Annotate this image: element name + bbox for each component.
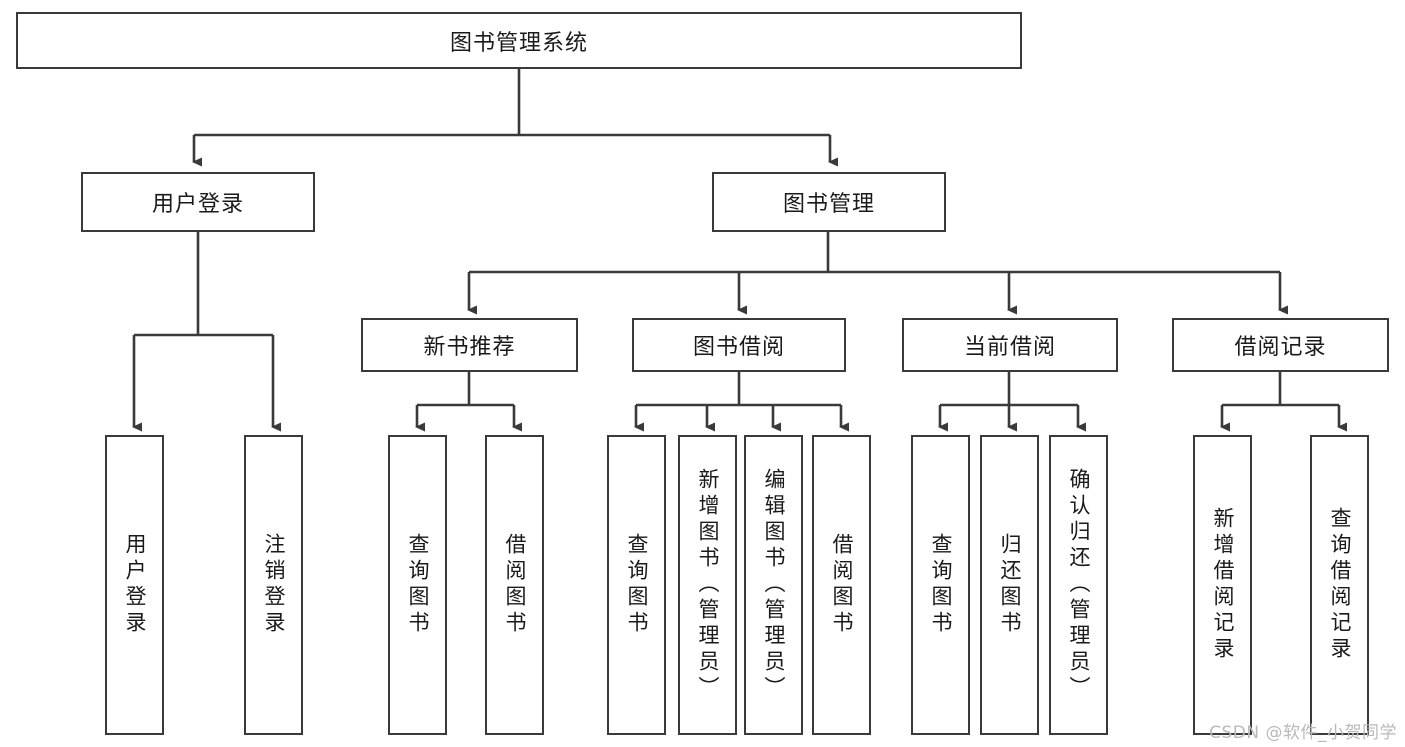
node-label: 编辑图书（管理员）	[762, 468, 786, 702]
node-label: 查询图书	[929, 533, 953, 637]
leaf-user-login-logout[interactable]: 注销登录	[244, 435, 303, 735]
node-book-borrow[interactable]: 图书借阅	[632, 318, 846, 372]
node-label: 图书借阅	[692, 335, 785, 360]
node-label: 查询借阅记录	[1328, 507, 1352, 663]
leaf-book-borrow-add-book-admin[interactable]: 新增图书（管理员）	[678, 435, 737, 735]
leaf-current-borrow-query-books[interactable]: 查询图书	[911, 435, 970, 735]
node-label: 借阅图书	[503, 533, 527, 637]
node-borrow-record[interactable]: 借阅记录	[1172, 318, 1389, 372]
node-label: 新书推荐	[423, 335, 516, 360]
leaf-book-borrow-edit-book-admin[interactable]: 编辑图书（管理员）	[744, 435, 803, 735]
node-label: 当前借阅	[963, 335, 1056, 360]
leaf-borrow-record-add-record[interactable]: 新增借阅记录	[1193, 435, 1252, 735]
leaf-book-borrow-borrow-books[interactable]: 借阅图书	[812, 435, 871, 735]
node-label: 确认归还（管理员）	[1067, 468, 1091, 702]
csdn-watermark: CSDN @软件_小贺同学	[1209, 723, 1397, 743]
leaf-new-book-query-books[interactable]: 查询图书	[388, 435, 447, 735]
leaf-current-borrow-confirm-return-admin[interactable]: 确认归还（管理员）	[1049, 435, 1108, 735]
leaf-new-book-borrow-books[interactable]: 借阅图书	[485, 435, 544, 735]
node-label: 新增借阅记录	[1211, 507, 1235, 663]
node-user-login[interactable]: 用户登录	[81, 172, 315, 232]
node-label: 用户登录	[151, 192, 244, 217]
node-current-borrow[interactable]: 当前借阅	[902, 318, 1118, 372]
node-label: 用户登录	[123, 533, 147, 637]
node-new-book-recommend[interactable]: 新书推荐	[361, 318, 578, 372]
node-label: 归还图书	[998, 533, 1022, 637]
node-label: 查询图书	[625, 533, 649, 637]
node-root-book-management-system[interactable]: 图书管理系统	[16, 12, 1022, 69]
node-label: 查询图书	[406, 533, 430, 637]
node-label: 新增图书（管理员）	[696, 468, 720, 702]
leaf-current-borrow-return-books[interactable]: 归还图书	[980, 435, 1039, 735]
leaf-user-login-login[interactable]: 用户登录	[105, 435, 164, 735]
node-book-management[interactable]: 图书管理	[712, 172, 946, 232]
node-label: 注销登录	[262, 533, 286, 637]
node-label: 借阅图书	[830, 533, 854, 637]
node-label: 图书管理	[782, 192, 875, 217]
leaf-book-borrow-query-books[interactable]: 查询图书	[607, 435, 666, 735]
node-label: 图书管理系统	[449, 30, 588, 56]
node-label: 借阅记录	[1234, 335, 1327, 360]
leaf-borrow-record-query-record[interactable]: 查询借阅记录	[1310, 435, 1369, 735]
